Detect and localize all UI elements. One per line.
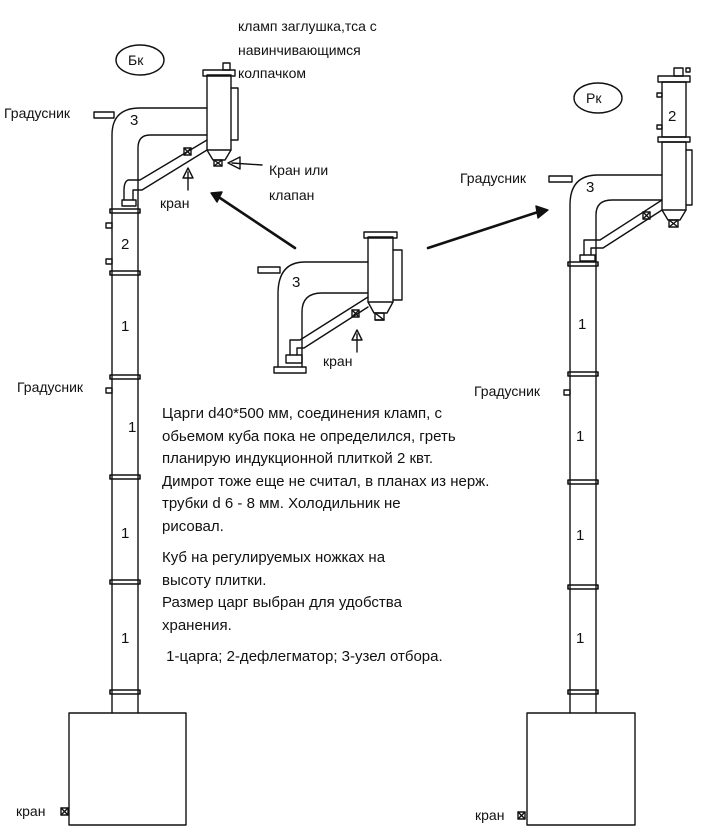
left-thermometer-mid-label: Градусник: [17, 379, 84, 395]
right-section-number: 1: [576, 630, 585, 647]
left-thermometer-top-label: Градусник: [4, 105, 71, 121]
left-top-note-line-1: кламп заглушка,тса с: [238, 18, 377, 34]
notes-line: хранения.: [162, 616, 232, 634]
left-section-number: 2: [121, 236, 130, 253]
right-section-number: 2: [668, 108, 677, 125]
notes-line: рисовал.: [162, 517, 224, 535]
left-return-line: [123, 139, 208, 201]
left-top-note-line-3: колпачком: [238, 65, 306, 81]
right-section-number: 1: [576, 428, 585, 445]
middle-section-number: 3: [292, 274, 301, 291]
right-column: [517, 67, 693, 826]
left-top-note-line-2: навинчивающимся: [238, 42, 361, 58]
left-drain-valve-icon: [60, 807, 69, 816]
right-section-number: 1: [576, 527, 585, 544]
right-badge-ellipse: [573, 82, 623, 114]
left-section-number: 1: [121, 525, 130, 542]
notes-line: трубки d 6 - 8 мм. Холодильник не: [162, 495, 401, 512]
left-valve-or-clamp-line-2: клапан: [269, 187, 315, 203]
middle-reflux-vessel: [367, 236, 394, 303]
right-thermometer-stub: [548, 175, 573, 183]
left-column: [60, 44, 263, 826]
right-thermometer-mid-label: Градусник: [474, 383, 541, 399]
middle-valve-label: кран: [323, 353, 353, 369]
notes-line: Размер царг выбран для удобства: [162, 594, 402, 611]
left-clamp-arrow: [227, 156, 263, 170]
notes-legend: 1-царга; 2-дефлегматор; 3-узел отбора.: [162, 648, 443, 665]
left-valve-label: кран: [160, 195, 190, 211]
left-reflux-vessel: [206, 74, 232, 151]
notes-line: планирую индукционной плиткой 2 квт.: [162, 450, 434, 467]
notes-line: Царги d40*500 мм, соединения кламп, с: [162, 405, 442, 422]
right-clamp-rings: [567, 261, 599, 695]
left-clamp-rings: [109, 208, 141, 695]
right-drain-valve-icon: [517, 811, 526, 820]
left-badge-label: Бк: [128, 52, 144, 68]
notes-line: Димрот тоже еще не считал, в планах из н…: [162, 472, 490, 490]
left-valve-or-clamp-line-1: Кран или: [269, 162, 329, 178]
middle-thermometer-stub: [257, 266, 281, 274]
left-takeoff-bend: [111, 107, 208, 206]
left-section-number: 1: [121, 630, 130, 647]
right-takeoff-bend: [569, 174, 663, 263]
right-badge-label: Рк: [586, 90, 602, 106]
left-kettle: [68, 712, 187, 826]
notes-line: высоту плитки.: [162, 571, 267, 589]
left-section-number: 1: [128, 419, 137, 436]
notes-line: Куб на регулируемых ножках на: [162, 549, 386, 566]
left-badge-ellipse: [115, 44, 165, 76]
right-bottom-valve-label: кран: [475, 807, 505, 823]
left-valve-arrow: [182, 167, 194, 191]
notes-line: обьемом куба пока не определился, греть: [162, 427, 456, 445]
left-section-number: 1: [121, 318, 130, 335]
left-section-number: 3: [130, 112, 139, 129]
right-reflux-vessel: [661, 141, 687, 211]
right-thermometer-top-label: Градусник: [460, 170, 527, 186]
left-thermometer-stub: [93, 111, 115, 119]
pointer-arrows: [210, 191, 549, 250]
notes-block: Царги d40*500 мм, соединения кламп, с об…: [162, 403, 489, 669]
right-section-number: 1: [578, 316, 587, 333]
right-section-number: 3: [586, 179, 595, 196]
left-bottom-valve-label: кран: [16, 803, 46, 819]
right-kettle: [526, 712, 636, 826]
middle-detail: [257, 231, 403, 374]
